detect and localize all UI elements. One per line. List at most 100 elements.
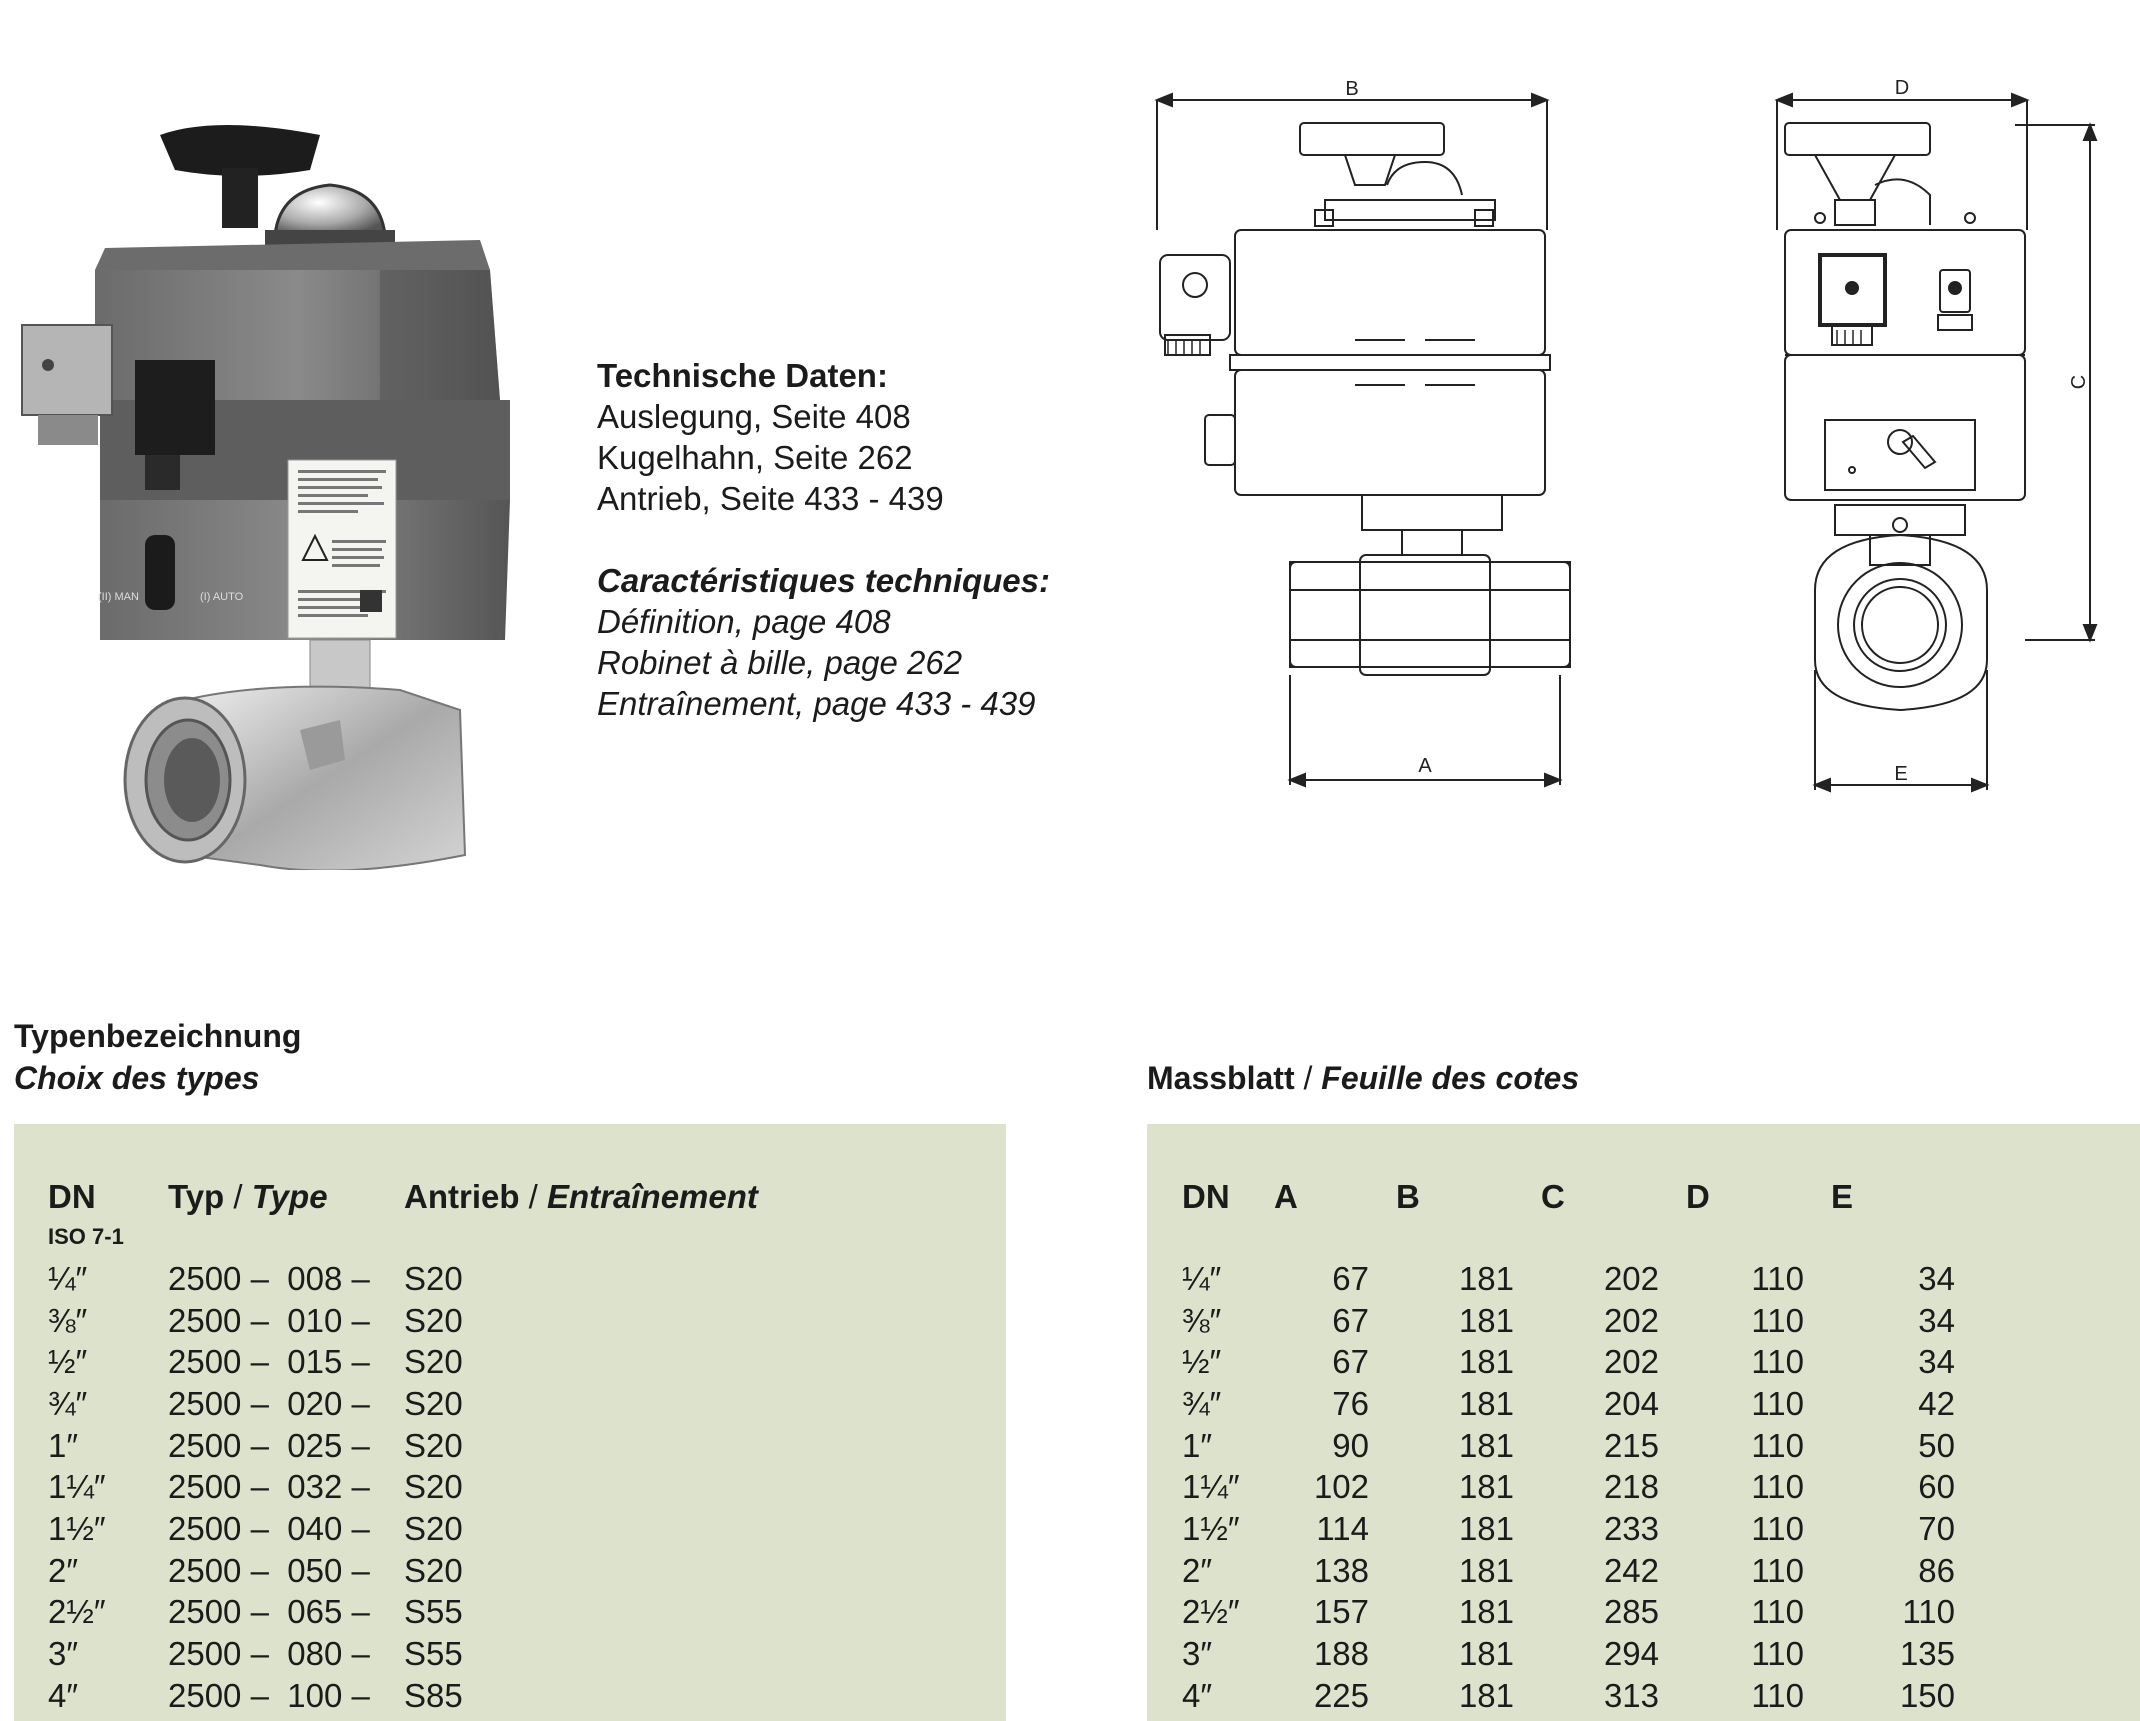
e-cell: 110 (1902, 1593, 1955, 1631)
types-header-row: DN Typ / Type Antrieb / Entraînement (48, 1154, 758, 1216)
types-title-de: Typenbezeichnung (14, 1018, 302, 1054)
c-cell: 218 (1603, 1468, 1659, 1506)
c-cell: 202 (1603, 1259, 1659, 1297)
c-cell: 242 (1603, 1551, 1659, 1589)
b-cell: 181 (1458, 1426, 1514, 1464)
dn-cell: 3″ (48, 1635, 79, 1673)
tech-line-fr-3: Entraînement, page 433 - 439 (597, 685, 1036, 722)
e-cell: 70 (1918, 1509, 1955, 1547)
typ-cell: 2500 – 008 – (168, 1259, 370, 1297)
tech-line-de-3: Antrieb, Seite 433 - 439 (597, 480, 944, 517)
dims-title-de: Massblatt (1147, 1060, 1295, 1096)
b-cell: 181 (1458, 1301, 1514, 1339)
dn-cell: 4″ (1182, 1676, 1213, 1714)
a-cell: 67 (1332, 1343, 1369, 1381)
tech-title-fr: Caractéristiques techniques: (597, 562, 1050, 599)
antrieb-cell: S85 (404, 1676, 463, 1714)
b-cell: 181 (1458, 1551, 1514, 1589)
dn-cell: 1½″ (48, 1509, 106, 1547)
dn-cell: 1¼″ (48, 1468, 106, 1506)
dn-cell: 2″ (1182, 1551, 1213, 1589)
product-photo: (II) MAN (I) AUTO (21, 125, 510, 870)
types-row: 1¼″2500 – 032 –S20 (48, 1466, 758, 1508)
b-cell: 181 (1458, 1468, 1514, 1506)
col-typ: Typ / Type (168, 1178, 328, 1215)
col-b: B (1396, 1178, 1420, 1215)
col-dn: DN (48, 1178, 96, 1215)
a-cell: 76 (1332, 1384, 1369, 1422)
dn-cell: 1½″ (1182, 1509, 1240, 1547)
man-label: (II) MAN (98, 591, 139, 603)
b-cell: 181 (1458, 1384, 1514, 1422)
dn-cell: ½″ (1182, 1343, 1222, 1381)
dim-label-b: B (1345, 78, 1358, 100)
e-cell: 34 (1918, 1301, 1955, 1339)
typ-cell: 2500 – 080 – (168, 1635, 370, 1673)
auto-label: (I) AUTO (200, 591, 244, 603)
antrieb-cell: S55 (404, 1635, 463, 1673)
dn-cell: 1¼″ (1182, 1468, 1240, 1506)
types-row: ½″2500 – 015 –S20 (48, 1341, 758, 1383)
types-row: 3″ 2500 – 080 – S55 (48, 1633, 758, 1675)
types-table: DN Typ / Type Antrieb / Entraînement ISO… (48, 1154, 758, 1717)
d-cell: 110 (1751, 1301, 1804, 1339)
e-cell: 135 (1899, 1635, 1955, 1673)
tech-line-fr-2: Robinet à bille, page 262 (597, 644, 963, 681)
b-cell: 181 (1458, 1259, 1514, 1297)
a-cell: 102 (1313, 1468, 1369, 1506)
typ-cell: 2500 – 010 – (168, 1301, 370, 1339)
types-table-panel: DN Typ / Type Antrieb / Entraînement ISO… (14, 1124, 1006, 1721)
col-e: E (1831, 1178, 1854, 1215)
e-cell: 34 (1918, 1343, 1955, 1381)
c-cell: 313 (1603, 1676, 1659, 1714)
e-cell: 150 (1899, 1676, 1955, 1714)
d-cell: 110 (1751, 1551, 1804, 1589)
antrieb-cell: S55 (404, 1593, 463, 1631)
types-title-fr: Choix des types (14, 1060, 260, 1096)
antrieb-cell: S20 (404, 1343, 463, 1381)
a-cell: 67 (1332, 1259, 1369, 1297)
d-cell: 110 (1751, 1676, 1804, 1714)
types-row: ¼″2500 – 008 –S20 (48, 1258, 758, 1300)
dn-cell: 2″ (48, 1551, 79, 1589)
e-cell: 60 (1918, 1468, 1955, 1506)
typ-cell: 2500 – 100 – (168, 1676, 370, 1714)
c-cell: 215 (1603, 1426, 1659, 1464)
d-cell: 110 (1751, 1343, 1804, 1381)
types-row: 1″2500 – 025 –S20 (48, 1425, 758, 1467)
dn-cell: 1″ (48, 1426, 79, 1464)
types-row: 4″ 2500 – 100 – S85 (48, 1675, 758, 1717)
types-row: 2″ 2500 – 050 – S20 (48, 1550, 758, 1592)
dn-cell: 3″ (1182, 1635, 1213, 1673)
dn-cell: ¼″ (1182, 1259, 1222, 1297)
typ-cell: 2500 – 050 – (168, 1551, 370, 1589)
antrieb-cell: S20 (404, 1468, 463, 1506)
col-c: C (1541, 1178, 1565, 1215)
types-row: 2½″2500 – 065 –S55 (48, 1592, 758, 1634)
dn-cell: ⅜″ (48, 1301, 88, 1339)
dn-cell: ¾″ (1182, 1384, 1222, 1422)
a-cell: 157 (1313, 1593, 1369, 1631)
tech-line-de-2: Kugelhahn, Seite 262 (597, 439, 913, 476)
dn-cell: 4″ (48, 1676, 79, 1714)
antrieb-cell: S20 (404, 1551, 463, 1589)
e-cell: 50 (1918, 1426, 1955, 1464)
types-row: 1½″2500 – 040 –S20 (48, 1508, 758, 1550)
typ-cell: 2500 – 025 – (168, 1426, 370, 1464)
front-view-drawing: B A (1154, 78, 1571, 788)
dn-cell: 2½″ (48, 1593, 106, 1631)
antrieb-cell: S20 (404, 1301, 463, 1339)
dn-cell: ⅜″ (1182, 1301, 1222, 1339)
antrieb-cell: S20 (404, 1384, 463, 1422)
